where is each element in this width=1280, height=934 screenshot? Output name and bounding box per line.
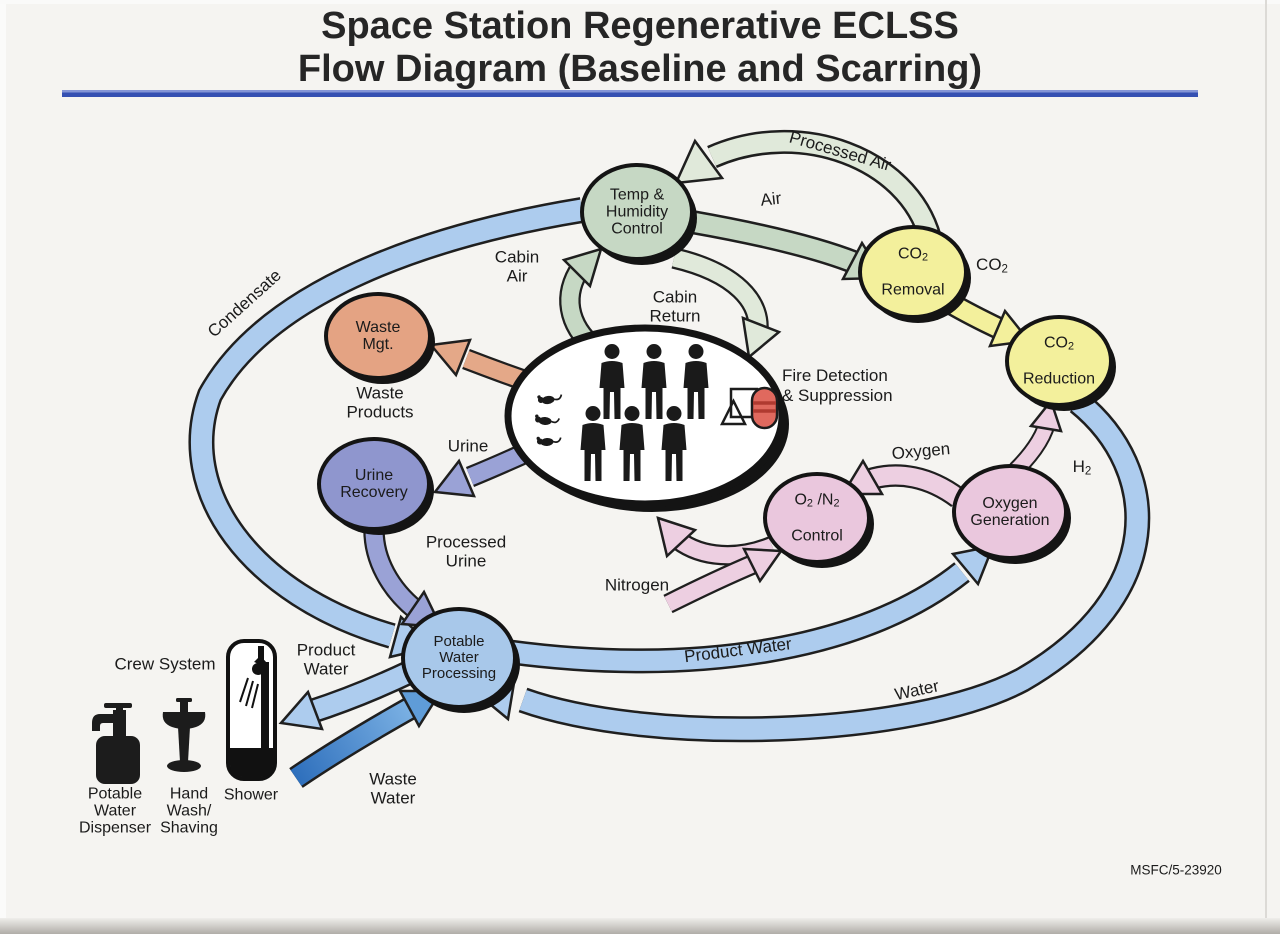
o2n2-to-cabin-arrow [656, 516, 772, 556]
node-co2-removal [858, 225, 971, 323]
label-fire-detection: Fire Detection & Suppression [782, 366, 893, 406]
document-number: MSFC/5-23920 [1130, 862, 1222, 878]
shower-icon [226, 639, 277, 781]
label-waste-products: Waste Products [346, 383, 414, 421]
label-product-water-left: Product Water [296, 640, 356, 678]
o2n2-formula: O2 /N2 [794, 491, 840, 510]
label-processed-urine: Processed Urine [425, 532, 507, 570]
node-temp-humidity-control [580, 163, 697, 265]
label-waste-water: Waste Water [369, 769, 417, 807]
product-water-left-arrow [278, 672, 410, 731]
node-label-o2n2-control: O2 /N2 Control [791, 491, 843, 545]
scan-edge-bottom [0, 918, 1280, 934]
label-hand-wash-shaving: Hand Wash/ Shaving [160, 785, 218, 837]
node-label-oxygen-generation: Oxygen Generation [970, 494, 1050, 529]
node-potable-water-processing [401, 607, 520, 713]
hand-wash-icon [162, 698, 206, 772]
node-label-co2-reduction: CO2 Reduction [1022, 334, 1096, 388]
node-urine-recovery [317, 437, 434, 535]
fire-extinguisher-icon [719, 386, 779, 430]
potable-water-dispenser-icon [92, 703, 140, 784]
node-label-temp-humidity: Temp & Humidity Control [605, 186, 669, 238]
crew-habitat [504, 324, 789, 512]
waste-products-arrow [428, 338, 558, 392]
cabin-return-arrow [674, 258, 782, 360]
crew-system-heading: Crew System [114, 654, 216, 674]
scan-edge-left [0, 0, 6, 934]
label-nitrogen: Nitrogen [604, 575, 670, 595]
label-co2: CO2 [976, 254, 1008, 276]
title-line1: Space Station Regenerative ECLSS [321, 5, 959, 47]
node-label-urine-recovery: Urine Recovery [340, 466, 408, 501]
node-label-waste-mgt: Waste Mgt. [355, 318, 401, 353]
label-urine: Urine [447, 436, 489, 456]
nitrogen-arrow [668, 547, 784, 604]
scan-edge-top [0, 0, 1280, 4]
title-divider [62, 90, 1198, 97]
node-oxygen-generation [952, 464, 1071, 564]
node-label-potable-water: Potable Water Processing [421, 632, 497, 683]
label-air: Air [759, 188, 783, 210]
node-label-co2-removal: CO2 Removal [881, 245, 945, 299]
label-h2: H2 [1072, 456, 1092, 478]
node-o2n2-control [763, 472, 874, 568]
h2-arrow [1016, 398, 1063, 470]
co2-reduction-formula: CO2 [1043, 334, 1075, 353]
node-co2-reduction [1005, 315, 1116, 411]
co2-removal-formula: CO2 [897, 245, 929, 264]
scan-edge-right [1265, 0, 1267, 934]
label-shower: Shower [223, 786, 279, 804]
urine-arrow [432, 437, 560, 498]
cabin-air-arrow [564, 247, 601, 352]
page-title: Space Station Regenerative ECLSS Flow Di… [0, 5, 1280, 91]
label-cabin-return: Cabin Return [649, 287, 701, 325]
label-cabin-air: Cabin Air [494, 247, 540, 285]
processed-air-arrow [673, 141, 930, 238]
label-potable-water-dispenser: Potable Water Dispenser [78, 785, 152, 837]
node-waste-mgt [324, 292, 435, 384]
title-line2: Flow Diagram (Baseline and Scarring) [297, 47, 983, 90]
